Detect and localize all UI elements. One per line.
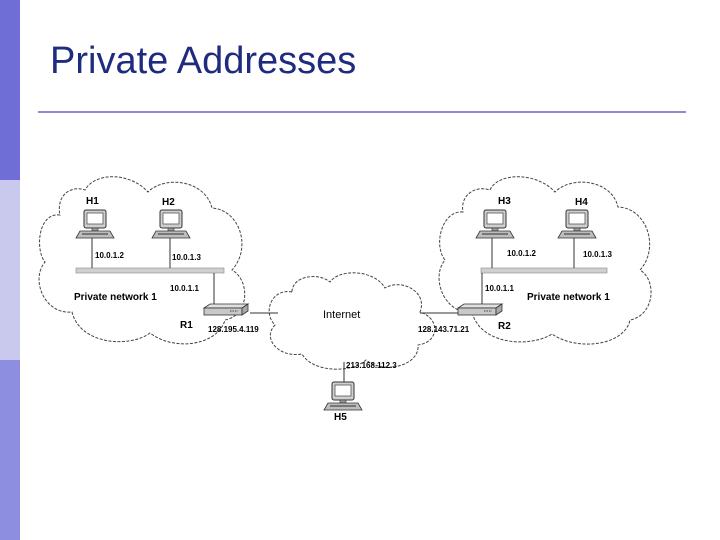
computer-icon: [557, 209, 597, 239]
lan-bus-right: [480, 267, 608, 274]
router-label-r2: R2: [498, 321, 511, 332]
lan-bus-left: [75, 267, 225, 274]
ip-label-h4: 10.0.1.3: [583, 250, 612, 259]
sidebar-segment-bottom: [0, 360, 20, 540]
sidebar-segment-top: [0, 0, 20, 180]
title-divider: [38, 111, 686, 113]
ip-label-r1-lan: 10.0.1.1: [170, 284, 199, 293]
ip-label-h2: 10.0.1.3: [172, 253, 201, 262]
host-label-h1: H1: [86, 196, 99, 207]
internet-label: Internet: [323, 309, 360, 321]
slide-sidebar: [0, 0, 20, 540]
sidebar-segment-middle: [0, 180, 20, 360]
computer-icon: [151, 209, 191, 239]
ip-label-r2-lan: 10.0.1.1: [485, 284, 514, 293]
network-label-right: Private network 1: [527, 292, 610, 303]
ip-label-h5: 213.168.112.3: [346, 361, 397, 370]
network-label-left: Private network 1: [74, 292, 157, 303]
cloud-icon: [268, 272, 436, 370]
computer-icon: [475, 209, 515, 239]
computer-icon: [323, 381, 363, 411]
host-label-h5: H5: [334, 412, 347, 423]
computer-icon: [75, 209, 115, 239]
router-label-r1: R1: [180, 320, 193, 331]
cloud-icon: [438, 176, 652, 345]
host-label-h3: H3: [498, 196, 511, 207]
host-label-h4: H4: [575, 197, 588, 208]
ip-label-h3: 10.0.1.2: [507, 249, 536, 258]
router-icon: [457, 303, 503, 316]
ip-label-r1-wan: 128.195.4.119: [208, 325, 259, 334]
host-label-h2: H2: [162, 197, 175, 208]
router-icon: [203, 303, 249, 316]
slide-title: Private Addresses: [50, 40, 357, 82]
ip-label-r2-wan: 128.143.71.21: [418, 325, 470, 334]
ip-label-h1: 10.0.1.2: [95, 251, 124, 260]
cloud-icon: [38, 176, 246, 345]
